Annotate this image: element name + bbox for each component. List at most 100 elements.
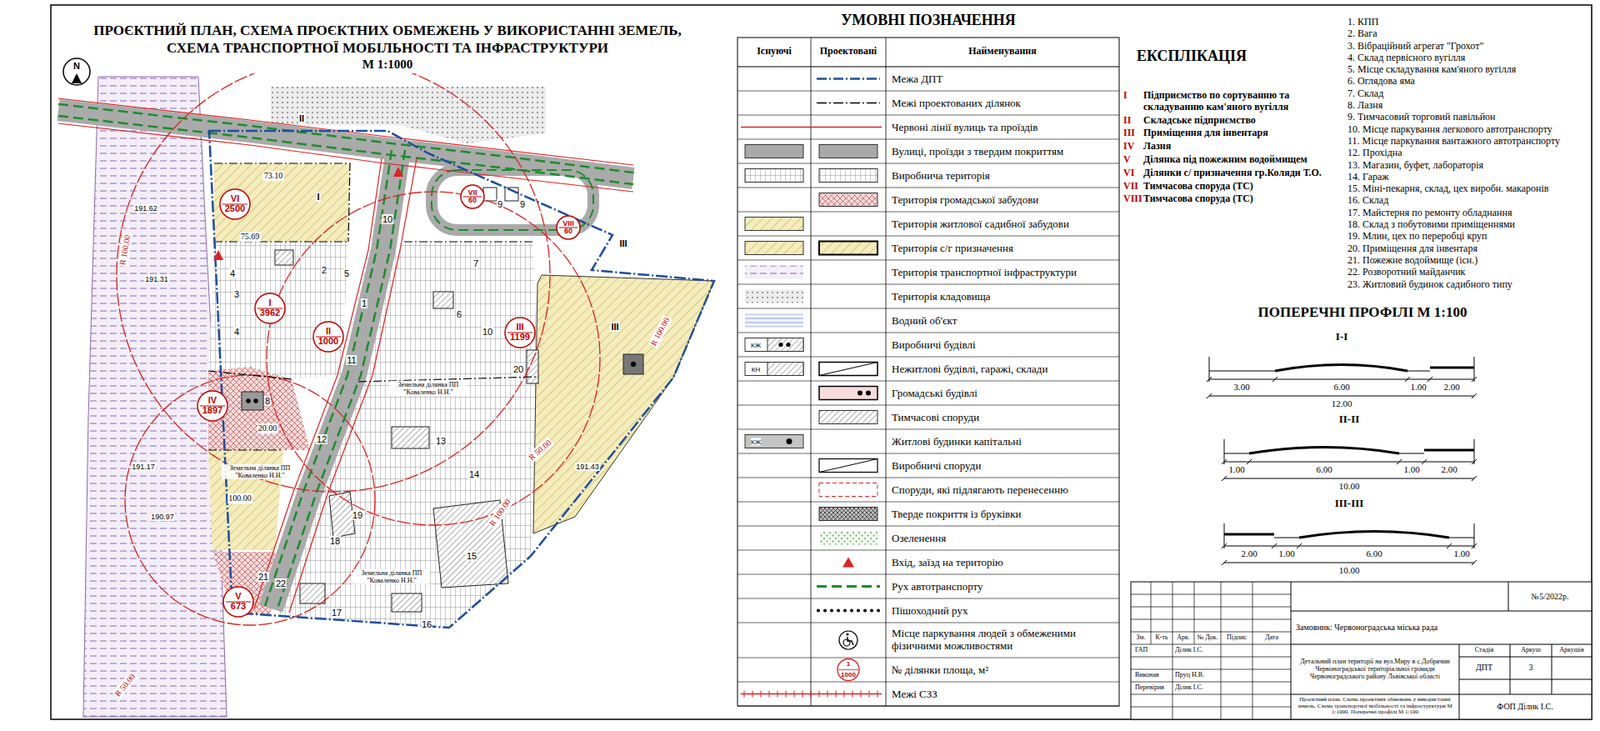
legend-sample [819,459,878,473]
legend-text: Виробничі будівлі [891,338,1114,351]
drawing-title: ПРОЄКТНИЙ ПЛАН, СХЕМА ПРОЄКТНИХ ОБМЕЖЕНЬ… [70,21,705,57]
legend-sample [816,609,820,613]
callout-number: 8 [264,395,271,406]
callout-number: 10 [481,326,494,337]
explication-item: Тимчасова споруда (ТС) [1143,180,1344,193]
title-block [1150,581,1253,720]
cross-profile [1224,533,1275,536]
plot-circle: VI2500 [219,188,251,220]
legend-title: УМОВНІ ПОЗНАЧЕННЯ [840,11,1016,30]
legend-table [737,598,1120,600]
explication-item: 9. Тимчасовий торговий павільйон [1347,111,1585,124]
legend-sample [819,507,878,521]
legend-text: Водний об'єкт [891,314,1114,327]
roman-numeral: IV [1123,140,1135,153]
legend-sample [745,265,804,280]
legend-table [737,477,1120,479]
plot-area: 673 [230,601,246,612]
callout-number: 3 [233,289,240,300]
dimension: 6.00 [1365,548,1383,560]
sheet-title: Проєктний план. Схема проектних обмежень… [1293,696,1457,716]
building [300,583,325,604]
explication-item: 6. Оглядова яма [1347,75,1585,88]
dimension: 1.00 [1277,548,1295,560]
legend-sample [877,690,879,698]
plot-circle-outline [197,390,228,421]
plot-boundary [208,163,538,450]
plot-number: III [515,322,524,333]
cross-profile [1206,356,1477,565]
dimension: 2.00 [1240,548,1258,560]
legend-table [737,332,1120,334]
land-plot-note: Земельна ділянка ПП "Коваленко Н.Н." [390,380,467,396]
plot-circle-outline [255,293,285,324]
table-cell: 3 [1529,662,1534,673]
sample-number: 1 [846,660,850,668]
sanitary-zone [116,73,550,492]
legend-table [737,90,1120,92]
legend-table [737,356,1120,358]
explication-item: Ділянка під пожежним водоймищем [1143,154,1344,166]
plot-number: VIII [562,220,575,228]
table-header: № Док. [1197,633,1219,641]
legend-table [737,115,1120,116]
plot-area: 1897 [202,405,223,416]
road [431,170,594,230]
explication-item: Приміщення для інвентаря [1143,127,1344,140]
legend-sample [836,609,840,613]
legend-text: Територія транспортної інфраструктури [891,265,1114,279]
dimension: 1.00 [1227,464,1245,475]
legend-text: Вулиці, проїзди з твердим покриттям [891,145,1114,158]
explication-item: Тимчасова споруда (ТС) [1143,193,1344,205]
explication-item: Ділянки с/ призначення гр.Коляди Т.О. [1143,167,1344,180]
plot-circle: IV1897 [196,390,229,422]
building [254,399,259,404]
traffic-route [58,115,634,185]
entrance-mark [213,166,404,260]
legend-text: Місце паркування людей з обмеженими фізи… [891,627,1114,653]
legend-sample [745,338,804,352]
legend-swatch [745,145,804,159]
production-area [208,241,349,380]
table-cell: ДПТ [1475,662,1493,673]
legend-table [737,453,1120,455]
company: ФОП Ділик І.С. [1496,701,1553,712]
building [246,399,251,404]
plot-area: 1000 [318,336,339,347]
callout-number: 20 [512,364,525,375]
explication-item: 10. Місце паркування легкового автотранс… [1347,124,1585,136]
elevation: 191.17 [130,462,156,471]
roman-numeral: VI [1123,167,1135,180]
legend-sample [857,390,863,396]
legend-table [737,550,1120,551]
table-header: Дата [1265,633,1279,641]
legend-sample [844,690,845,698]
legend-sample [745,290,804,304]
building [630,361,636,367]
legend-sample [819,690,820,698]
dimension: 100.00 [227,493,253,504]
legend-sample [745,314,804,328]
section-mark: III [618,238,628,249]
land-plot-note: Земельна ділянка ПП "Коваленко Н.Н." [353,569,430,585]
dimension: 1.00 [1402,464,1420,475]
callout-number: 19 [351,510,364,520]
callout-number: 10 [381,214,394,225]
dimension: 75.69 [240,231,261,242]
legend-sample [865,390,871,396]
traffic-route [277,150,405,609]
explication-item: 20. Приміщення для інвентаря [1347,243,1585,255]
explication-title: ЕКСПЛІКАЦІЯ [1136,47,1247,65]
project-name: Детальний план території на вул.Миру в с… [1294,657,1457,681]
column-header: Найменування [968,45,1036,58]
north-arrow [63,58,90,85]
cross-profile [1299,531,1450,539]
legend-sample [845,632,849,635]
legend-table [810,37,812,706]
legend-text: Озеленення [891,531,1114,545]
entrance-mark [393,166,404,177]
red-line [58,98,634,613]
legend-text: Пішоходний рух [891,604,1114,617]
farm-plot [533,275,715,534]
explication-item: 12. Прохідна [1347,147,1585,160]
